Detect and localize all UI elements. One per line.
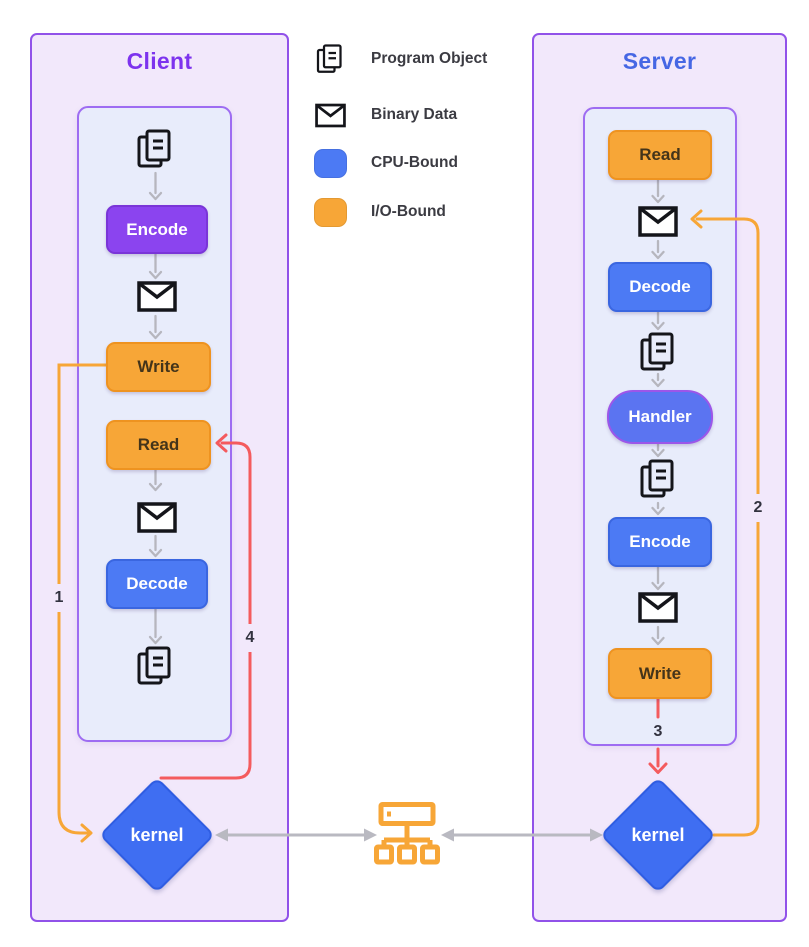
server-encode-node: Encode xyxy=(608,517,712,567)
legend-item-cpu-bound: CPU-Bound xyxy=(313,146,458,180)
server-kernel-node: kernel xyxy=(600,777,716,893)
client-encode-node: Encode xyxy=(106,205,208,254)
server-binary-data-icon-top xyxy=(638,206,678,237)
program-object-icon xyxy=(313,43,347,75)
server-panel-title: Server xyxy=(622,48,697,74)
client-program-object-icon-bottom xyxy=(135,645,175,687)
client-write-node: Write xyxy=(106,342,211,392)
client-binary-data-icon-top xyxy=(137,281,177,312)
client-kernel-node: kernel xyxy=(99,777,215,893)
server-program-object-icon-bottom xyxy=(638,458,678,500)
server-read-node: Read xyxy=(608,130,712,180)
cpu-bound-swatch xyxy=(313,148,347,178)
legend-label: CPU-Bound xyxy=(371,154,458,171)
sequence-label-4: 4 xyxy=(239,624,261,652)
legend-item-program-object: Program Object xyxy=(313,42,487,76)
client-decode-node: Decode xyxy=(106,559,208,609)
legend-label: Binary Data xyxy=(371,106,458,123)
server-handler-node: Handler xyxy=(607,390,713,444)
server-kernel-label: kernel xyxy=(631,824,685,845)
client-read-node: Read xyxy=(106,420,211,470)
network-icon xyxy=(372,801,442,867)
binary-data-icon xyxy=(313,103,347,128)
server-decode-node: Decode xyxy=(608,262,712,312)
client-program-object-icon-top xyxy=(135,128,175,170)
sequence-label-1: 1 xyxy=(48,584,70,612)
legend-item-binary-data: Binary Data xyxy=(313,98,457,132)
io-bound-swatch xyxy=(313,197,347,227)
legend-item-io-bound: I/O-Bound xyxy=(313,195,446,229)
sequence-label-2: 2 xyxy=(747,494,769,522)
client-binary-data-icon-bottom xyxy=(137,502,177,533)
client-kernel-label: kernel xyxy=(130,824,184,845)
server-binary-data-icon-bottom xyxy=(638,592,678,623)
legend-label: I/O-Bound xyxy=(371,203,446,220)
sequence-label-3: 3 xyxy=(653,723,663,740)
legend-label: Program Object xyxy=(371,50,488,67)
client-panel-title: Client xyxy=(126,48,193,74)
server-program-object-icon-top xyxy=(638,331,678,373)
server-write-node: Write xyxy=(608,648,712,699)
